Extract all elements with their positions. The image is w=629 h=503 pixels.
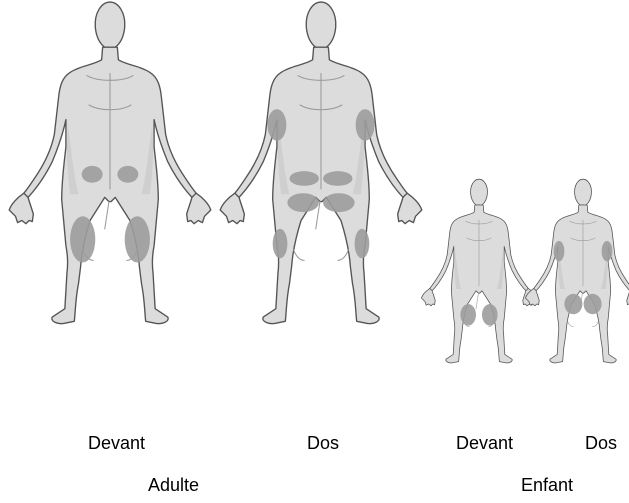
adult-front-figure [9, 2, 211, 324]
adult-back-label: Dos [307, 433, 339, 454]
injection-zone [356, 109, 375, 141]
child-group-label: Enfant [521, 475, 573, 496]
injection-zone [602, 241, 613, 261]
injection-zone [355, 229, 370, 258]
injection-zone [460, 304, 476, 326]
injection-zone [287, 193, 319, 212]
injection-zone [584, 294, 602, 314]
injection-zone [323, 171, 352, 186]
injection-zone [82, 166, 103, 183]
adult-group-label: Adulte [148, 475, 199, 496]
adult-front-label: Devant [88, 433, 145, 454]
injection-zone [554, 241, 565, 261]
adult-back-figure [220, 2, 422, 324]
injection-zone [117, 166, 138, 183]
injection-zone [125, 216, 150, 262]
child-front-figure [421, 179, 536, 363]
injection-zone [273, 229, 288, 258]
injection-zone [70, 216, 95, 262]
injection-zone [290, 171, 319, 186]
injection-zone [564, 294, 582, 314]
injection-zone [267, 109, 286, 141]
child-back-figure [525, 179, 629, 363]
child-back-label: Dos [585, 433, 617, 454]
injection-zone [482, 304, 498, 326]
child-front-label: Devant [456, 433, 513, 454]
injection-zone [323, 193, 355, 212]
